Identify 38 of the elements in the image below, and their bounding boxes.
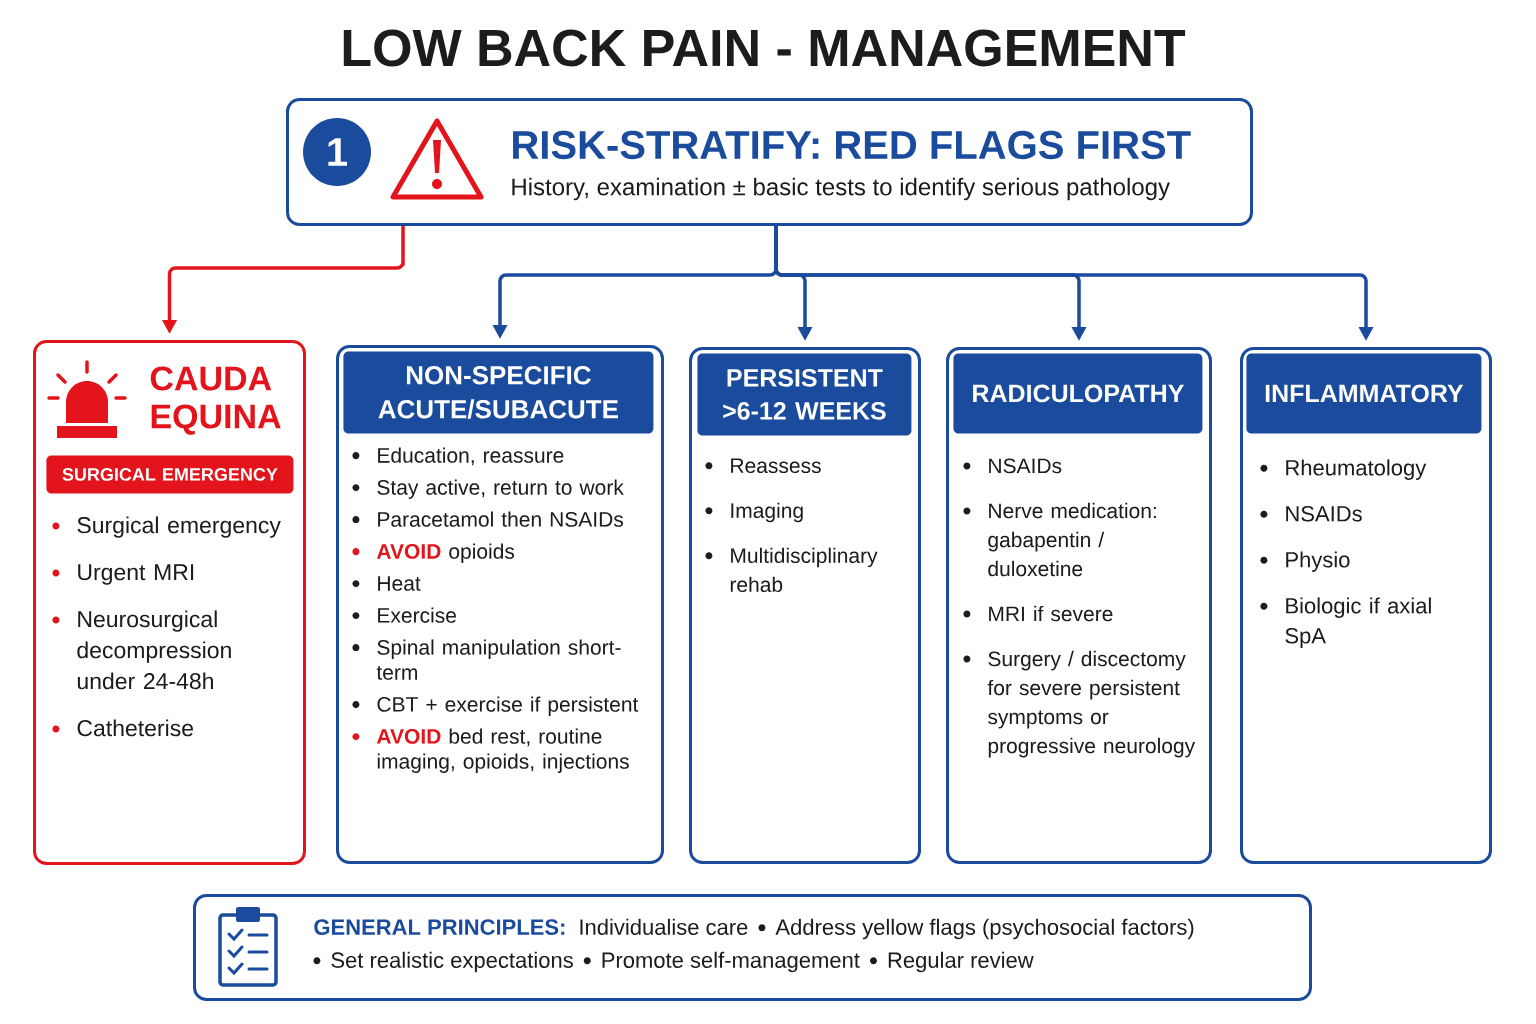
list-item: MRI if severe [963, 605, 1113, 622]
step-number: 1 [303, 118, 371, 186]
list-item: Multidisciplinary rehab [705, 547, 878, 593]
list-item: Exercise [352, 607, 456, 623]
list-item: Education, reassure [352, 447, 564, 466]
list-item: NSAIDs [1260, 506, 1362, 522]
list-item: CBT + exercise if persistent [352, 696, 639, 716]
list-item: Heat [352, 576, 421, 591]
list-item: AVOID opioids [352, 543, 515, 563]
list-item: AVOID bed rest, routine imaging, opioids, injections [352, 728, 629, 773]
list-item: Rheumatology [1260, 459, 1427, 480]
principle-item: Promote self-management [602, 951, 860, 973]
principle-item: Individualise care [580, 918, 748, 935]
header-band: PERSISTENT >6-12 WEEKS [697, 353, 912, 436]
list-item: Surgery / discectomy for severe persistent symptoms or progressive neurology [963, 650, 1196, 758]
header-band: INFLAMMATORY [1246, 353, 1482, 434]
list-item: Imaging [705, 502, 803, 523]
list-item: Nerve medication: gabapentin / duloxetine [963, 502, 1156, 577]
header-band: RADICULOPATHY [953, 353, 1203, 434]
principle-item: Set realistic expectations [331, 951, 573, 973]
header-band: NON-SPECIFIC ACUTE/SUBACUTE [343, 351, 654, 434]
principle-item: Address yellow flags (psychosocial factors) [775, 918, 1194, 940]
list-item: Neurosurgical decompression under 24-48h [52, 610, 231, 690]
list-item: Catheterise [52, 719, 193, 737]
list-item: Stay active, return to work [352, 479, 624, 499]
list-item: NSAIDs [963, 458, 1062, 474]
list-item: Physio [1260, 551, 1350, 572]
list-item: Reassess [705, 458, 821, 474]
list-item: Surgical emergency [52, 516, 281, 538]
list-item: Spinal manipulation short-term [352, 639, 621, 680]
section-heading: GENERAL PRINCIPLES: [314, 919, 565, 935]
principles-box [193, 894, 1312, 1001]
header-band: SURGICAL EMERGENCY [46, 455, 294, 494]
list-item: Paracetamol then NSAIDs [352, 511, 624, 527]
list-item: Biologic if axial SpA [1260, 597, 1431, 648]
principle-item: Regular review [888, 951, 1034, 973]
title: LOW BACK PAIN - MANAGEMENT [343, 29, 1186, 67]
list-item: Urgent MRI [52, 564, 194, 585]
